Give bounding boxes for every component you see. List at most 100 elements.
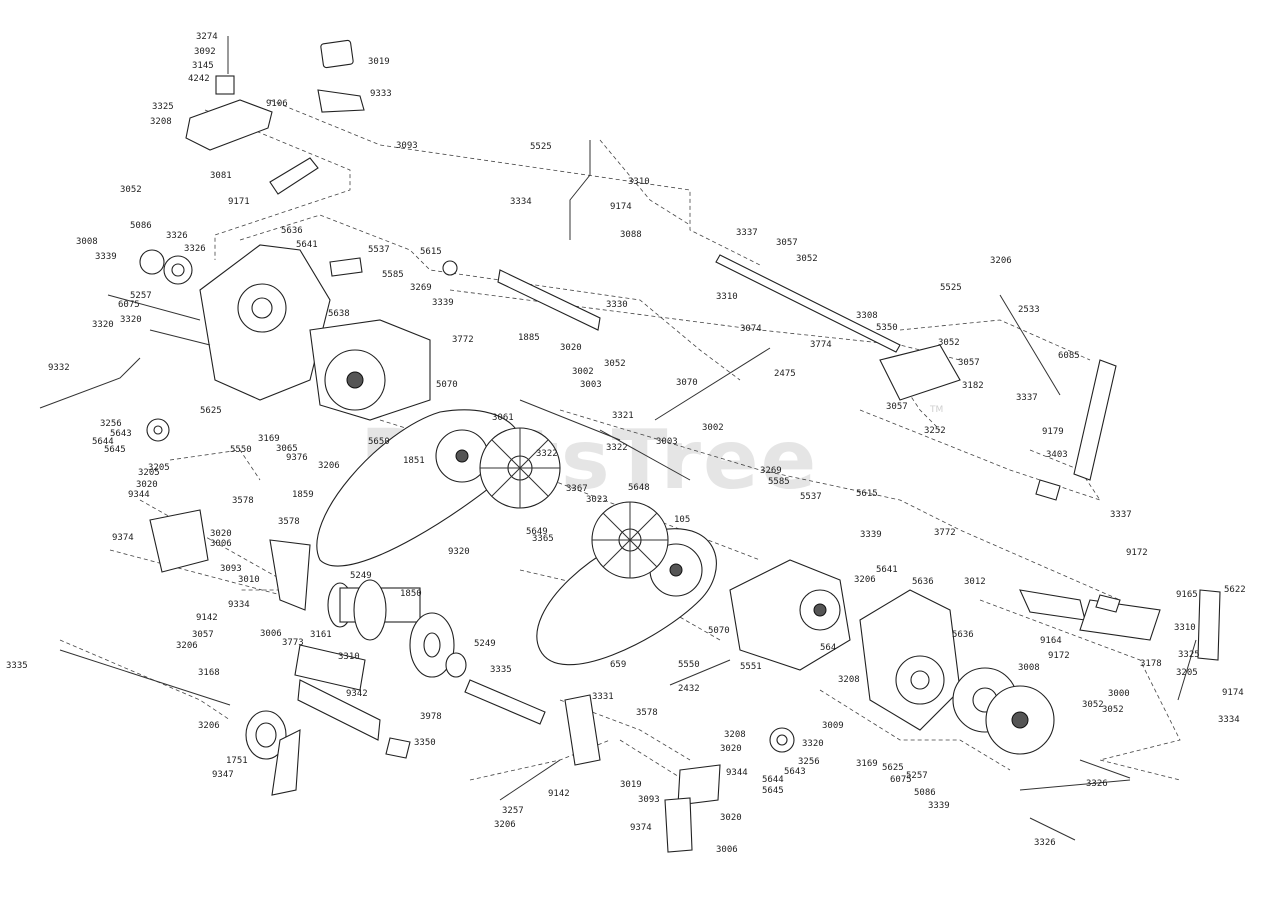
part-label: 3773 — [282, 638, 304, 648]
part-label: 3310 — [1174, 623, 1196, 633]
part-label: 9374 — [630, 823, 652, 833]
part-label: 5350 — [876, 323, 898, 333]
part-label: 5641 — [876, 565, 898, 575]
bolt-3326-c — [1079, 759, 1131, 779]
part-label: 4242 — [188, 74, 210, 84]
part-label: 6085 — [1058, 351, 1080, 361]
left-bolt-2 — [149, 329, 211, 346]
part-label: 5645 — [104, 445, 126, 455]
part-label: 3334 — [510, 197, 532, 207]
part-label: 3339 — [432, 298, 454, 308]
part-label: 3772 — [934, 528, 956, 538]
part-label: 5551 — [740, 662, 762, 672]
part-label: 3339 — [928, 801, 950, 811]
part-label: 3057 — [958, 358, 980, 368]
part-label: 5537 — [800, 492, 822, 502]
part-label: 3578 — [636, 708, 658, 718]
part-label: 3578 — [278, 517, 300, 527]
part-label: 3182 — [962, 381, 984, 391]
part-label: 3008 — [1018, 663, 1040, 673]
part-label: 3256 — [798, 757, 820, 767]
bracket-9331 — [564, 694, 601, 766]
rod-2432 — [669, 659, 731, 686]
part-label: 3339 — [95, 252, 117, 262]
part-label: 3169 — [856, 759, 878, 769]
part-label: 5550 — [230, 445, 252, 455]
part-label: 5537 — [368, 245, 390, 255]
part-label: 3326 — [1086, 779, 1108, 789]
part-label: 5615 — [856, 489, 878, 499]
part-label: 3334 — [1218, 715, 1240, 725]
part-label: 3257 — [502, 806, 524, 816]
left-bolt — [107, 294, 201, 321]
part-label: 3331 — [592, 692, 614, 702]
parts — [39, 36, 1221, 853]
part-label: 5086 — [130, 221, 152, 231]
part-label: 9334 — [228, 600, 250, 610]
rod-2475 — [654, 347, 771, 421]
part-label: 3000 — [1108, 689, 1130, 699]
part-label: 5644 — [762, 775, 784, 785]
part-label: 9106 — [266, 99, 288, 109]
part-label: 3208 — [150, 117, 172, 127]
part-label: 9171 — [228, 197, 250, 207]
part-label: 3339 — [860, 530, 882, 540]
part-label: 3310 — [716, 292, 738, 302]
part-label: 3206 — [990, 256, 1012, 266]
part-label: 3065 — [276, 444, 298, 454]
part-label: 2432 — [678, 684, 700, 694]
long-shaft-3330 — [497, 269, 601, 331]
part-label: 3052 — [796, 254, 818, 264]
left-rod-9332 — [39, 357, 141, 409]
part-label: 3074 — [740, 324, 762, 334]
part-label: 9174 — [610, 202, 632, 212]
part-label: 5550 — [678, 660, 700, 670]
rod-9174-right — [1177, 639, 1197, 701]
part-label: 5650 — [368, 437, 390, 447]
part-label: 5086 — [914, 788, 936, 798]
part-label: 3269 — [760, 466, 782, 476]
part-label: 9179 — [1042, 427, 1064, 437]
part-label: 5585 — [382, 270, 404, 280]
part-label: 9320 — [448, 547, 470, 557]
part-label: 3057 — [192, 630, 214, 640]
part-label: 9376 — [286, 453, 308, 463]
part-label: 3006 — [260, 629, 282, 639]
part-label: 3061 — [492, 413, 514, 423]
idler-wheel-1751 — [245, 679, 381, 796]
part-label: 3070 — [676, 378, 698, 388]
part-label: 3052 — [1102, 705, 1124, 715]
part-label: 3161 — [310, 630, 332, 640]
part-label: 3337 — [1110, 510, 1132, 520]
bracket-9344 — [677, 764, 721, 806]
part-label: 3206 — [198, 721, 220, 731]
watermark-trademark: TM — [929, 405, 943, 415]
part-label: 5636 — [952, 630, 974, 640]
part-label: 3337 — [736, 228, 758, 238]
part-label: 3326 — [166, 231, 188, 241]
part-label: 1850 — [400, 589, 422, 599]
part-label: 5070 — [708, 626, 730, 636]
part-label: 3335 — [6, 661, 28, 671]
part-label: 5249 — [350, 571, 372, 581]
part-label: 3020 — [720, 813, 742, 823]
part-label: 5645 — [762, 786, 784, 796]
part-label: 9344 — [726, 768, 748, 778]
part-label: 3772 — [452, 335, 474, 345]
part-label: 5249 — [474, 639, 496, 649]
part-label: 9174 — [1222, 688, 1244, 698]
part-label: 3057 — [776, 238, 798, 248]
part-label: 659 — [610, 660, 626, 670]
rod-9142-bottom — [499, 759, 561, 801]
spacer-3358 — [385, 737, 411, 759]
part-label: 9332 — [48, 363, 70, 373]
part-label: 5649 — [526, 527, 548, 537]
part-label: 3020 — [720, 744, 742, 754]
part-label: 3322 — [606, 443, 628, 453]
part-label: 2533 — [1018, 305, 1040, 315]
part-label: 3320 — [120, 315, 142, 325]
part-label: 3365 — [532, 534, 554, 544]
part-label: 5643 — [784, 767, 806, 777]
part-label: 3093 — [638, 795, 660, 805]
